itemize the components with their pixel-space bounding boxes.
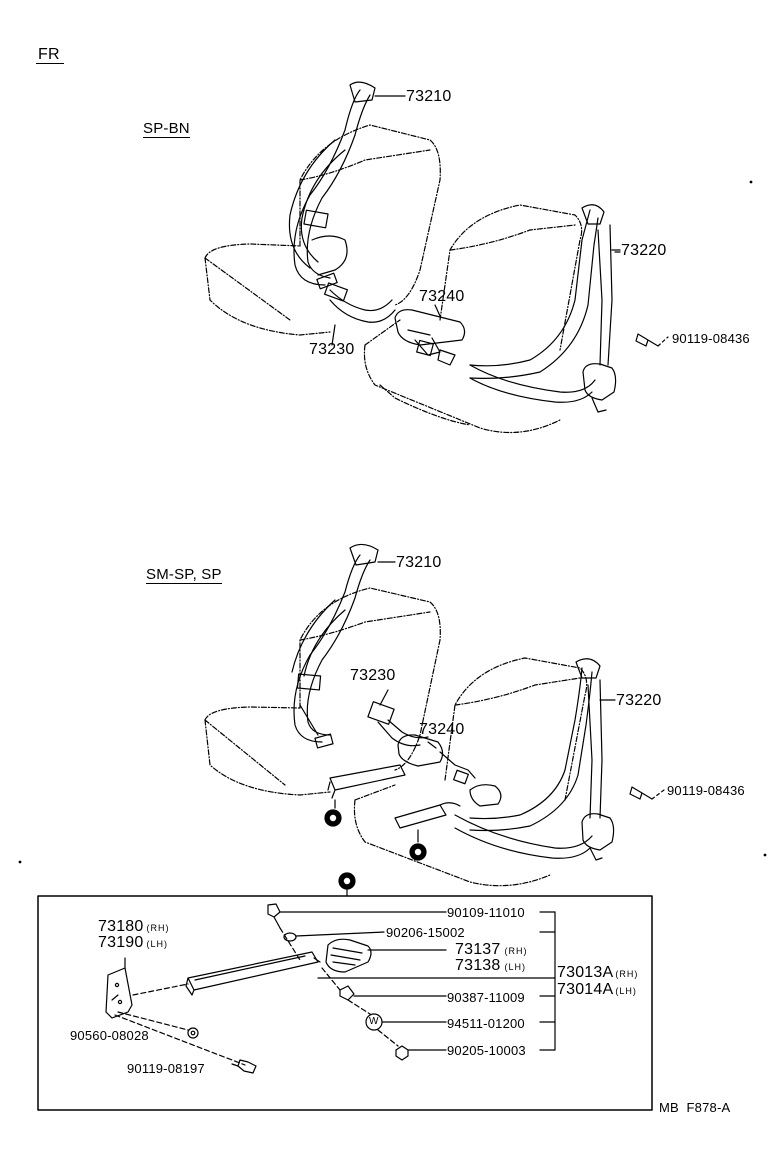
mid-bolt — [630, 787, 652, 799]
section-markers — [325, 810, 426, 896]
mid-right-outer-belt — [470, 668, 592, 831]
middle-assembly — [205, 544, 664, 885]
top-inner-buckle — [395, 310, 465, 345]
top-variant-label: SP-BN — [143, 120, 190, 138]
detail-strap — [186, 952, 318, 995]
detail-part-90387: 90387-11009 — [447, 990, 525, 1005]
top-part-73210: 73210 — [406, 88, 452, 105]
top-center-belt — [330, 290, 395, 322]
top-part-bolt: 90119-08436 — [672, 331, 750, 346]
detail-cover — [326, 939, 371, 972]
detail-washer-left — [188, 1028, 198, 1038]
top-left-seat — [205, 125, 440, 335]
detail-part-90119: 90119-08197 — [127, 1061, 205, 1076]
mid-part-73210: 73210 — [396, 554, 442, 571]
figure-code: MB F878-A — [659, 1100, 731, 1115]
mid-inner-buckle — [398, 735, 443, 766]
detail-collar — [340, 986, 354, 1000]
detail-part-73014A: 73014A(LH) — [557, 981, 637, 998]
top-bolt — [636, 334, 658, 346]
top-right-seat — [364, 205, 581, 433]
mid-center-belt — [368, 702, 394, 725]
detail-part-94511: 94511-01200 — [447, 1016, 525, 1031]
detail-bolt-top — [268, 904, 280, 928]
detail-nut — [396, 1046, 408, 1060]
detail-part-90560: 90560-08028 — [70, 1028, 149, 1043]
detail-bracket — [106, 968, 132, 1018]
mid-part-bolt: 90119-08436 — [667, 783, 745, 798]
mid-part-73240: 73240 — [419, 721, 465, 738]
top-retractor — [583, 364, 616, 400]
detail-part-90205: 90205-10003 — [447, 1043, 526, 1058]
detail-part-73137: 73137(RH) — [455, 941, 528, 958]
top-part-73220: 73220 — [621, 242, 667, 259]
mid-floor-bracket — [330, 765, 405, 798]
detail-part-90109: 90109-11010 — [447, 905, 525, 920]
detail-part-73180: 73180(RH) — [98, 918, 170, 935]
mid-right-seat — [354, 658, 586, 886]
detail-washer-top — [284, 933, 296, 941]
mid-variant-label: SM-SP, SP — [146, 566, 222, 584]
detail-bolt-left — [238, 1060, 256, 1073]
top-part-73230: 73230 — [309, 341, 355, 358]
top-part-73240: 73240 — [419, 288, 465, 305]
detail-part-73190: 73190(LH) — [98, 934, 168, 951]
detail-box — [38, 896, 652, 1110]
top-left-shoulder-belt — [294, 90, 370, 285]
detail-parts — [106, 904, 555, 1073]
detail-part-73013A: 73013A(RH) — [557, 964, 639, 981]
detail-part-90206: 90206-15002 — [386, 925, 465, 940]
top-assembly — [205, 82, 668, 432]
mid-left-shoulder-belt — [294, 555, 370, 742]
mid-left-seat — [205, 588, 440, 795]
direction-label: FR — [36, 47, 64, 64]
detail-part-73138: 73138(LH) — [455, 957, 526, 974]
mid-retractor — [582, 814, 614, 850]
w-mark: W — [369, 1016, 379, 1027]
mid-part-73220: 73220 — [616, 692, 662, 709]
top-right-outer-belt — [470, 210, 598, 378]
mid-part-73230: 73230 — [350, 667, 396, 684]
